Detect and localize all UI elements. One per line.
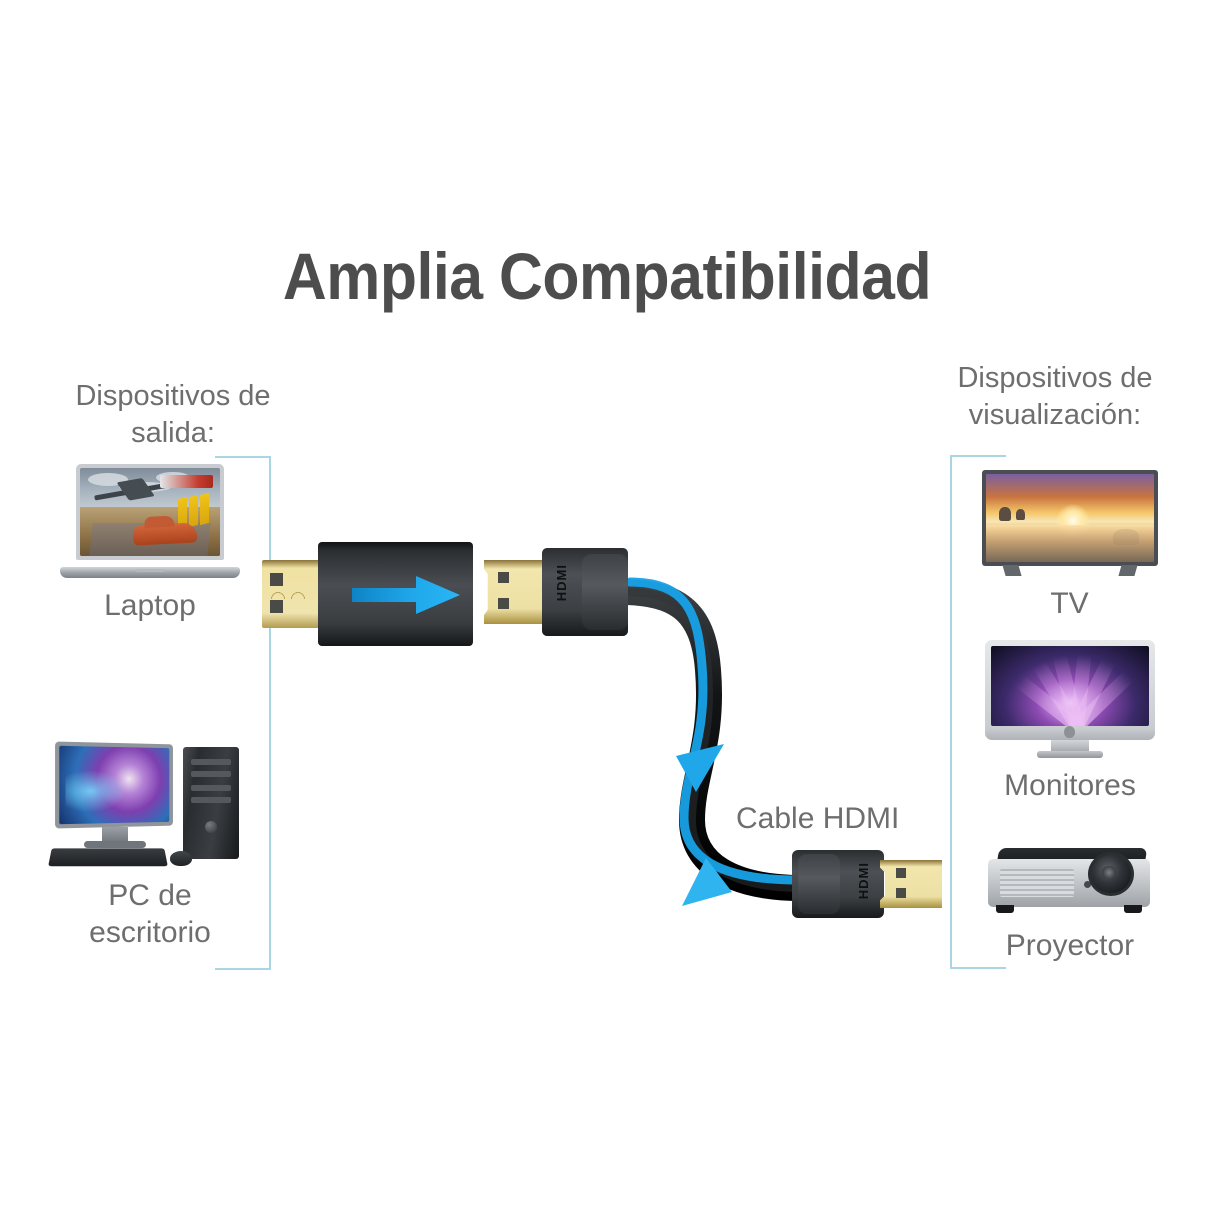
- tv-label: TV: [1050, 587, 1089, 620]
- output-devices-header: Dispositivos de salida:: [75, 380, 271, 450]
- displayport-plug: [262, 560, 322, 628]
- device-laptop: Laptop: [30, 462, 270, 625]
- laptop-icon: [60, 462, 240, 580]
- output-devices-bracket: [215, 456, 271, 970]
- monitor-label: Monitores: [1004, 769, 1136, 802]
- monitor-icon: [985, 640, 1155, 760]
- page-title: Amplia Compatibilidad: [282, 239, 932, 313]
- hdmi-connector-grip-top: [582, 554, 628, 630]
- hdmi-cable-graphic: [609, 577, 815, 906]
- hdmi-plug-top: [484, 560, 546, 624]
- desktop-pc-icon: [48, 735, 250, 870]
- projector-icon: [982, 848, 1158, 920]
- display-devices-bracket: [950, 455, 1006, 969]
- hdmi-plug-bottom: [880, 860, 942, 908]
- device-projector: Proyector: [955, 848, 1185, 965]
- hdmi-adapter-assembly: HDMI HDMI: [262, 520, 962, 940]
- desktop-pc-label: PC de escritorio: [89, 879, 211, 949]
- cable-hdmi-label: Cable HDMI: [736, 802, 900, 835]
- device-desktop-pc: PC de escritorio: [25, 735, 275, 951]
- display-devices-header: Dispositivos de visualización:: [957, 362, 1153, 432]
- blue-arrow-icon: [352, 576, 460, 614]
- hdmi-marking-top: HDMI: [554, 564, 569, 602]
- projector-label: Proyector: [1005, 929, 1135, 962]
- laptop-label: Laptop: [104, 589, 196, 622]
- hdmi-marking-bottom: HDMI: [856, 862, 871, 900]
- hdmi-connector-grip-bottom: [798, 854, 840, 914]
- television-icon: [981, 470, 1158, 578]
- device-monitor: Monitores: [955, 640, 1185, 805]
- device-tv: TV: [962, 470, 1177, 623]
